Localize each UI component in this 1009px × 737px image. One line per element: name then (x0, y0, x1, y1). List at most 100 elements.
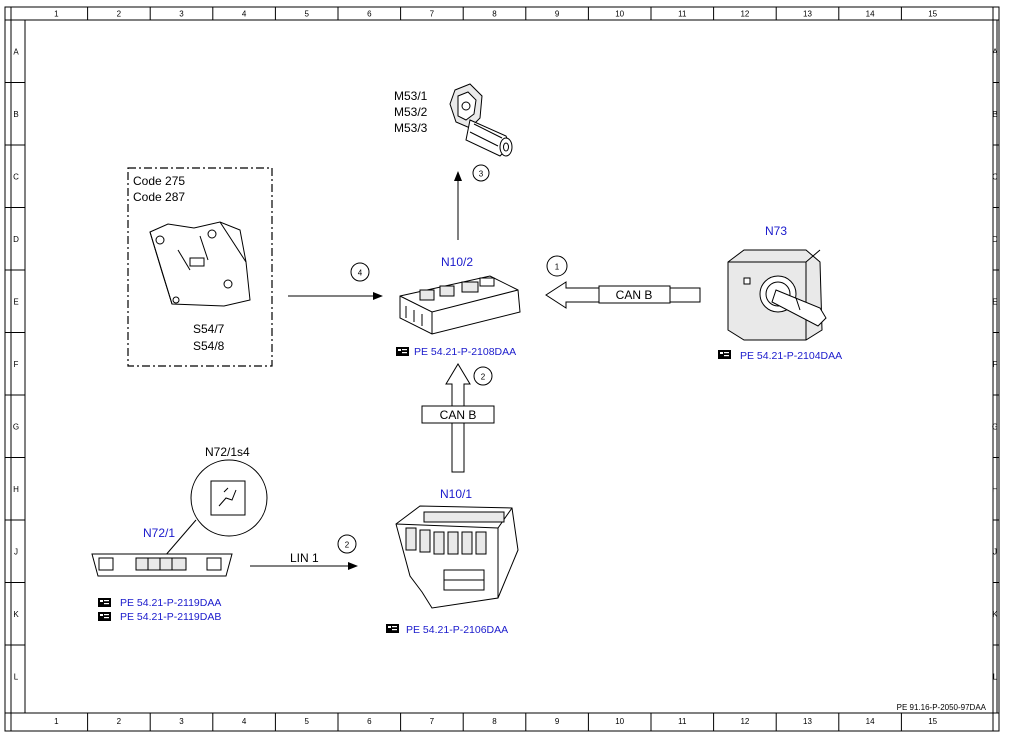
n72-1s4-label: N72/1s4 (205, 445, 250, 459)
column-label-top: 1 (54, 10, 59, 19)
row-label-right: J (993, 547, 997, 556)
n10-1-label: N10/1 (440, 487, 472, 501)
n73-ref: PE 54.21-P-2104DAA (740, 350, 842, 362)
row-label-left: F (14, 360, 19, 369)
step-1-label: 1 (555, 263, 560, 272)
row-label-right: L (993, 672, 998, 681)
m53-actuator-group: M53/1 M53/2 M53/3 (394, 83, 513, 157)
column-label-top: 13 (803, 10, 812, 19)
column-label-top: 12 (740, 10, 749, 19)
column-label-bottom: 5 (304, 717, 309, 726)
row-label-left: B (13, 110, 18, 119)
step-2-label-top: 2 (481, 373, 486, 382)
step-1-marker (546, 255, 568, 277)
m53-label-3: M53/3 (394, 121, 428, 135)
column-label-bottom: 2 (117, 717, 122, 726)
column-label-top: 7 (430, 10, 435, 19)
n10-1-ref: PE 54.21-P-2106DAA (406, 624, 508, 636)
column-label-bottom: 10 (615, 717, 624, 726)
row-ticks (5, 82, 999, 646)
column-label-top: 8 (492, 10, 497, 19)
m53-actuator-drawing (449, 83, 513, 157)
n72-1-label: N72/1 (143, 526, 175, 540)
s54-8-label: S54/8 (193, 339, 225, 353)
column-label-top: 5 (304, 10, 309, 19)
n72-1-group: N72/1s4 N72/1 PE 54.21-P-2119DAA PE 54.2… (91, 445, 268, 623)
column-label-bottom: 15 (928, 717, 937, 726)
n72-1-ref-2: PE 54.21-P-2119DAB (120, 611, 221, 623)
row-label-right: D (992, 235, 998, 244)
column-label-top: 11 (678, 10, 687, 19)
n72-1-ref-1: PE 54.21-P-2119DAA (120, 597, 221, 609)
n10-2-ref: PE 54.21-P-2108DAA (414, 346, 516, 358)
row-label-left: H (13, 485, 19, 494)
n72-1-ref-icon-2 (98, 612, 111, 621)
n73-ref-icon (718, 350, 731, 359)
n72-1-ref-icon-1 (98, 598, 111, 607)
row-label-right: G (992, 422, 998, 431)
n10-1-group: N10/1 PE 54.21-P-2106DAA (386, 487, 519, 636)
s54-switch-drawing (149, 221, 251, 307)
column-label-top: 9 (555, 10, 560, 19)
step-4-marker (350, 262, 370, 282)
n72-1-drawing (91, 553, 233, 577)
m53-label-2: M53/2 (394, 105, 428, 119)
s54-7-label: S54/7 (193, 322, 225, 336)
column-label-bottom: 7 (430, 717, 435, 726)
row-label-left: D (13, 235, 19, 244)
row-label-left: K (13, 610, 19, 619)
row-label-left: G (13, 422, 19, 431)
column-label-bottom: 8 (492, 717, 497, 726)
column-label-bottom: 3 (179, 717, 184, 726)
can-b-link-n10-1: CAN B 2 (421, 363, 495, 473)
can-b-label-2: CAN B (440, 408, 477, 422)
n10-2-drawing (399, 275, 521, 335)
column-label-top: 3 (179, 10, 184, 19)
outer-frame (4, 6, 1000, 732)
column-label-bottom: 12 (740, 717, 749, 726)
n10-2-ref-icon (396, 347, 409, 356)
lin-1-label: LIN 1 (290, 551, 319, 565)
optional-code-box (127, 167, 273, 367)
row-label-right: B (992, 110, 997, 119)
can-b-label-box-1 (598, 285, 671, 304)
column-label-bottom: 1 (54, 717, 59, 726)
column-label-bottom: 4 (242, 717, 247, 726)
row-label-left: A (13, 47, 19, 56)
column-ticks (87, 7, 902, 731)
can-b-label-1: CAN B (616, 288, 653, 302)
column-label-top: 15 (928, 10, 937, 19)
n73-group: N73 PE 54.21-P-2104DAA (718, 224, 842, 362)
column-label-top: 14 (866, 10, 875, 19)
row-label-left: E (13, 297, 18, 306)
code-287-label: Code 287 (133, 190, 185, 204)
column-label-top: 4 (242, 10, 247, 19)
step-3-marker (472, 164, 490, 182)
row-label-right: F (993, 360, 998, 369)
n73-label: N73 (765, 224, 787, 238)
can-b-label-box-2 (421, 405, 495, 424)
n10-2-group: N10/2 PE 54.21-P-2108DAA (396, 255, 521, 358)
row-label-right: H (992, 485, 998, 494)
document-id: PE 91.16-P-2050-97DAA (897, 703, 987, 712)
m53-label-1: M53/1 (394, 89, 428, 103)
n73-drawing (727, 249, 827, 341)
column-label-bottom: 9 (555, 717, 560, 726)
column-label-top: 6 (367, 10, 372, 19)
step-4-label: 4 (358, 269, 363, 278)
step-2-marker-lin (337, 534, 357, 554)
lin-1-link: LIN 1 2 (250, 534, 358, 570)
column-label-bottom: 11 (678, 717, 687, 726)
row-label-right: C (992, 172, 998, 181)
row-label-right: E (992, 297, 997, 306)
can-b-link-n73: CAN B 1 (545, 255, 701, 309)
n10-1-drawing (395, 505, 519, 609)
column-label-bottom: 6 (367, 717, 372, 726)
n10-2-label: N10/2 (441, 255, 473, 269)
column-label-top: 10 (615, 10, 624, 19)
s54-switch-group: Code 275 Code 287 S54/7 S54/8 (127, 167, 273, 367)
